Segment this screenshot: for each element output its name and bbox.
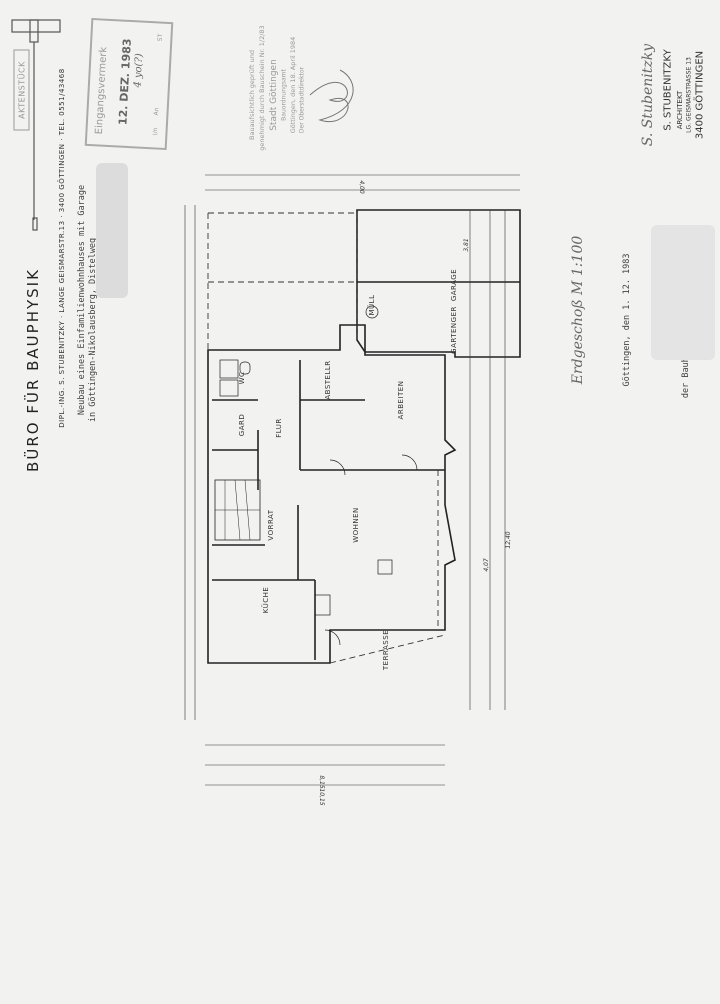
room-label-abstellraum: ABSTELLR xyxy=(324,360,332,399)
dimension-total-width: 10,15 xyxy=(318,788,325,805)
room-label-wc: WC xyxy=(238,372,246,385)
room-label-muell: MÜLL xyxy=(367,295,376,316)
room-label-flur: FLUR xyxy=(275,418,283,438)
dimension-d4: 3,81 xyxy=(463,238,470,251)
room-label-vorrat: VORRAT xyxy=(267,509,275,540)
room-label-terrasse: TERRASSE xyxy=(382,630,390,671)
room-label-gartengeraete: GARTENGER xyxy=(450,306,458,354)
dimension-total-length: 12,40 xyxy=(505,531,512,548)
redacted-client-signature xyxy=(651,225,715,360)
dimension-d3: 4,00 xyxy=(358,180,365,194)
garage-outer-wall xyxy=(356,209,521,358)
room-label-wohnen: WOHNEN xyxy=(352,507,360,543)
dimension-d2: 8,15 xyxy=(318,775,325,789)
dimension-d1: 4,07 xyxy=(483,558,490,572)
redacted-area xyxy=(96,163,128,298)
firm-logo-icon xyxy=(11,19,61,231)
room-label-arbeiten: ARBEITEN xyxy=(397,381,405,420)
logo-box xyxy=(13,49,30,131)
room-label-garderobe: GARD xyxy=(238,414,246,436)
carport-outline xyxy=(207,212,358,350)
room-label-garage: GARAGE xyxy=(450,269,458,301)
room-label-kueche: KÜCHE xyxy=(261,587,270,614)
